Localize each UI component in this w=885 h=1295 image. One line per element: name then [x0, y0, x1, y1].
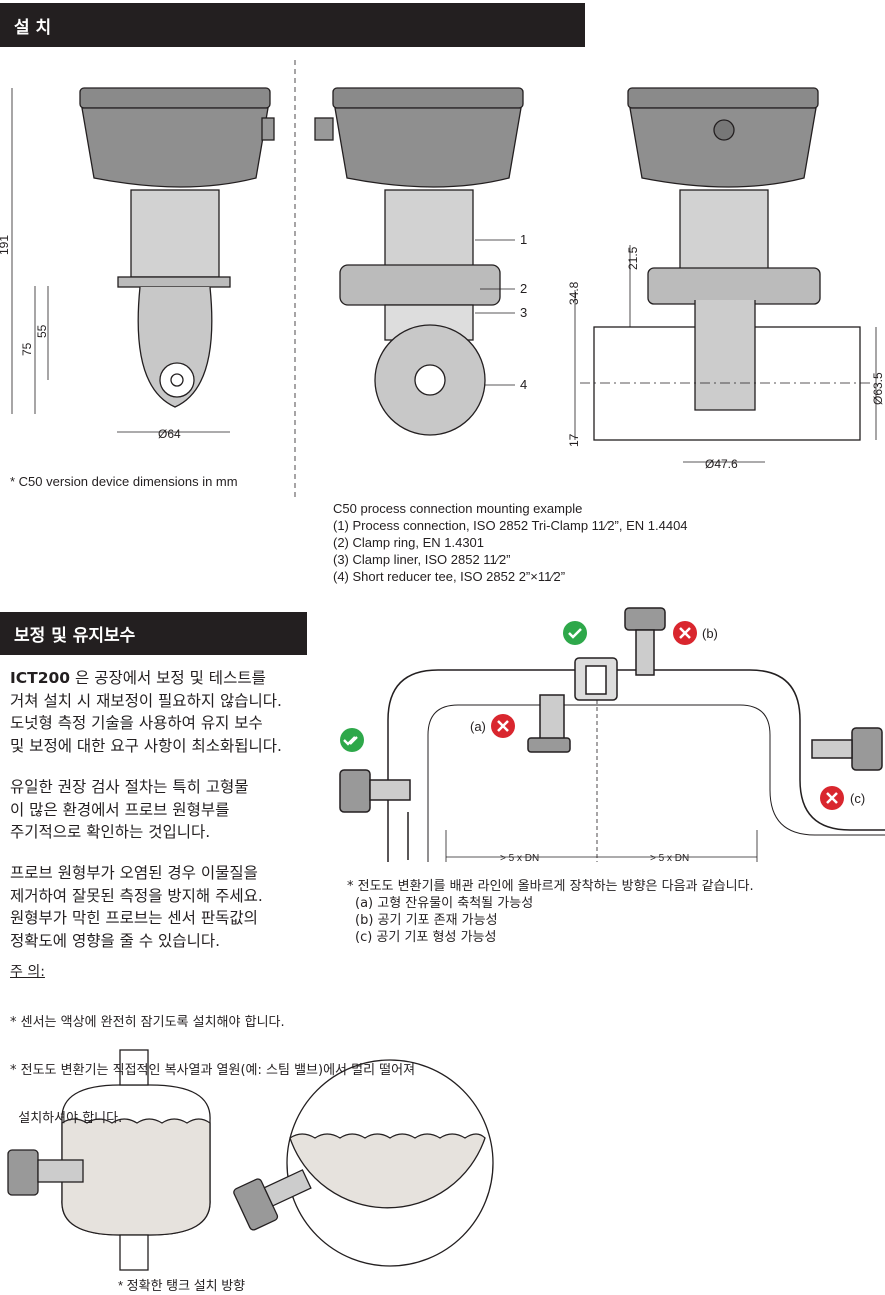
dim-17: 17 [567, 433, 581, 447]
tank-vessel-drawing [7, 1049, 211, 1271]
mounting-item: (3) Clamp liner, ISO 2852 11⁄2” [333, 552, 511, 567]
dims-left [11, 60, 296, 500]
note-line: (a) 고형 잔유물이 축척될 가능성 [355, 896, 534, 911]
dim-34-8: 34.8 [567, 281, 581, 305]
text-line: 도넛형 측정 기술을 사용하여 유지 보수 [10, 714, 263, 732]
callout-3: 3 [520, 305, 527, 320]
text-line: 및 보정에 대한 요구 사항이 최소화됩니다. [10, 736, 282, 755]
text-line: 은 공장에서 보정 및 테스트를 [75, 669, 266, 687]
note-line: * 전도도 변환기를 배관 라인에 올바르게 장착하는 방향은 다음과 같습니다… [347, 879, 754, 894]
dim-diameter-64: Ø64 [158, 427, 181, 441]
callout-2: 2 [520, 281, 527, 296]
mounting-example: C50 process connection mounting example … [333, 500, 688, 585]
error-icon-a [491, 714, 515, 738]
mounting-item: (2) Clamp ring, EN 1.4301 [333, 535, 485, 550]
text-line: 이 많은 환경에서 프로브 원형부를 [10, 800, 230, 819]
device-middle-drawing [314, 87, 524, 436]
section-header-installation: 설 치 [0, 3, 585, 47]
section-title: 보정 및 유지보수 [14, 626, 136, 646]
label-c: (c) [850, 791, 865, 806]
tank-caption: * 정확한 탱크 설치 방향 [118, 1278, 245, 1293]
text-line: 프로브 원형부가 오염된 경우 이물질을 [10, 864, 258, 882]
text-line: 거쳐 설치 시 재보정이 필요하지 않습니다. [10, 691, 282, 710]
caution-item: * 센서는 액상에 완전히 잠기도록 설치해야 합니다. [10, 1015, 285, 1030]
ok-double-icon [340, 728, 364, 752]
text-line: 주기적으로 확인하는 것입니다. [10, 823, 211, 841]
text-line: 원형부가 막힌 프로브는 센서 판독값의 [10, 909, 258, 927]
section-title: 설 치 [14, 17, 52, 38]
diagram-notes: * 전도도 변환기를 배관 라인에 올바르게 장착하는 방향은 다음과 같습니다… [347, 878, 754, 946]
dim-inner-diameter: Ø47.6 [705, 457, 738, 471]
label-a: (a) [470, 719, 486, 734]
mounting-item: (4) Short reducer tee, ISO 2852 2”×11⁄2” [333, 569, 566, 584]
tank-round-drawing [233, 1059, 494, 1267]
product-name: ICT200 [10, 669, 71, 687]
dim-191: 191 [0, 235, 11, 255]
dim-55: 55 [35, 324, 49, 338]
dim-pipe-diameter: Ø63.5 [871, 372, 885, 405]
text-line: 정확도에 영향을 줄 수 있습니다. [10, 931, 221, 950]
device-right-drawing [593, 87, 861, 441]
paragraph-3: 프로브 원형부가 오염된 경우 이물질을 제거하여 잘못된 측정을 방지해 주세… [10, 862, 263, 952]
text-line: 제거하여 잘못된 측정을 방지해 주세요. [10, 886, 263, 905]
dimension-note: * C50 version device dimensions in mm [10, 474, 238, 489]
ok-icon [563, 621, 587, 645]
dim-75: 75 [20, 342, 34, 356]
note-line: (c) 공기 기포 형성 가능성 [355, 930, 497, 945]
distance-label-1: > 5 x DN [500, 853, 539, 864]
caution-title: 주 의: [10, 964, 45, 980]
error-icon-c [820, 786, 844, 810]
note-line: (b) 공기 기포 존재 가능성 [355, 913, 498, 928]
pipe-diagram [339, 607, 885, 862]
dim-21-5: 21.5 [626, 246, 640, 270]
callout-1: 1 [520, 232, 527, 247]
paragraph-2: 유일한 권장 검사 절차는 특히 고형물 이 많은 환경에서 프로브 원형부를 … [10, 776, 249, 844]
distance-label-2: > 5 x DN [650, 853, 689, 864]
mounting-item: (1) Process connection, ISO 2852 Tri-Cla… [333, 518, 688, 533]
mounting-title: C50 process connection mounting example [333, 501, 583, 516]
caution-item: 설치하셔야 합니다. [10, 1111, 123, 1126]
text-line: 유일한 권장 검사 절차는 특히 고형물 [10, 778, 249, 796]
paragraph-1: ICT200 은 공장에서 보정 및 테스트를 거쳐 설치 시 재보정이 필요하… [10, 667, 282, 757]
caution-item: * 전도도 변환기는 직접적인 복사열과 열원(예: 스팀 밸브)에서 멀리 떨… [10, 1063, 416, 1078]
device-left-drawing [79, 87, 275, 408]
callout-4: 4 [520, 377, 527, 392]
caution-list: * 센서는 액상에 완전히 잠기도록 설치해야 합니다. * 전도도 변환기는 … [10, 983, 415, 1159]
section-header-calibration: 보정 및 유지보수 [0, 612, 307, 655]
error-icon-b [673, 621, 697, 645]
label-b: (b) [702, 626, 718, 641]
